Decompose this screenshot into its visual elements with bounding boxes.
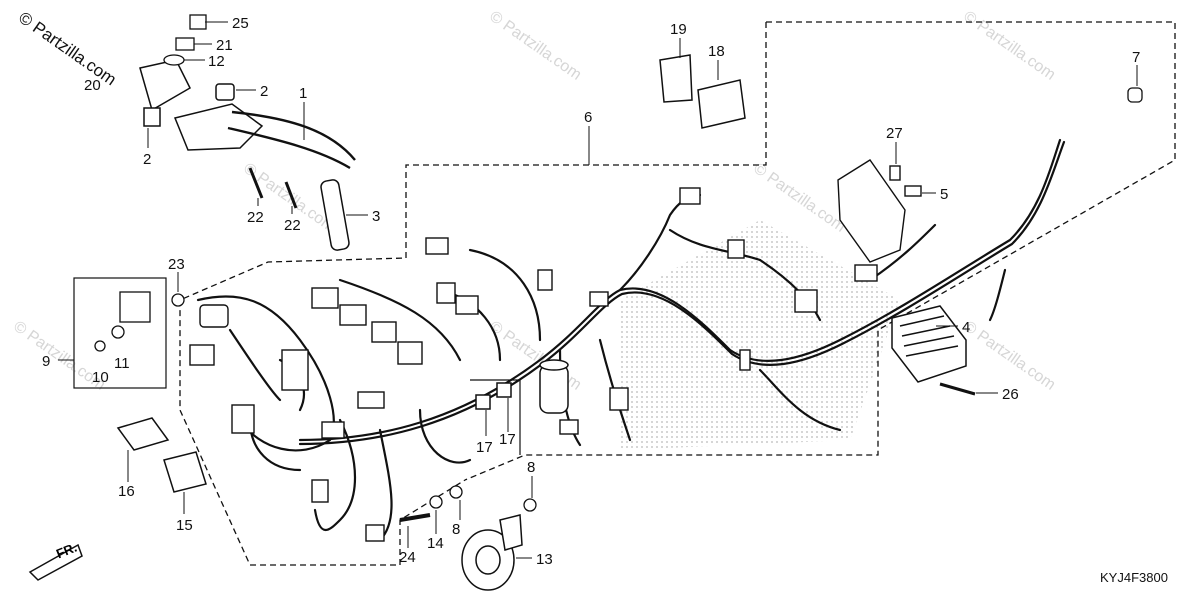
callout-23: 23 <box>168 256 185 273</box>
callout-4: 4 <box>962 319 970 336</box>
callout-17: 17 <box>476 439 493 456</box>
horn-part <box>461 514 523 591</box>
callout-27: 27 <box>886 125 903 142</box>
callout-labels: 25 21 12 20 2 2 1 22 22 3 19 18 6 7 27 5… <box>42 15 1140 568</box>
callout-15: 15 <box>176 517 193 534</box>
callout-2: 2 <box>143 151 151 168</box>
leader-lines <box>58 21 1138 559</box>
callout-22: 22 <box>247 209 264 226</box>
callout-3: 3 <box>372 208 380 225</box>
callout-11: 11 <box>114 355 130 372</box>
callout-20: 20 <box>84 77 101 94</box>
bracket-group-box <box>73 277 167 389</box>
callout-25: 25 <box>232 15 249 32</box>
callout-17: 17 <box>499 431 516 448</box>
callout-5: 5 <box>940 186 948 203</box>
fuse-box <box>837 159 922 263</box>
callout-26: 26 <box>1002 386 1019 403</box>
front-arrow <box>28 543 83 581</box>
callout-9: 9 <box>42 353 50 370</box>
regulator-rectifier <box>891 305 967 383</box>
callout-14: 14 <box>427 535 444 552</box>
callout-16: 16 <box>118 483 135 500</box>
callout-10: 10 <box>92 369 109 386</box>
callout-22: 22 <box>284 217 301 234</box>
dotted-shading <box>620 220 900 450</box>
condenser-part <box>539 359 569 414</box>
callout-8: 8 <box>527 459 535 476</box>
callout-1: 1 <box>299 85 307 102</box>
callout-21: 21 <box>216 37 233 54</box>
callout-18: 18 <box>708 43 725 60</box>
callout-24: 24 <box>399 549 416 566</box>
assembly-outline <box>179 22 767 566</box>
callout-19: 19 <box>670 21 687 38</box>
callout-2: 2 <box>260 83 268 100</box>
callout-7: 7 <box>1132 49 1140 66</box>
callout-6: 6 <box>584 109 592 126</box>
ignition-coil <box>139 59 356 251</box>
callout-8: 8 <box>452 521 460 538</box>
diagram-code: KYJ4F3800 <box>1100 570 1168 585</box>
harness-connectors <box>189 187 878 542</box>
callout-12: 12 <box>208 53 225 70</box>
fasteners <box>94 14 1143 522</box>
callout-13: 13 <box>536 551 553 568</box>
